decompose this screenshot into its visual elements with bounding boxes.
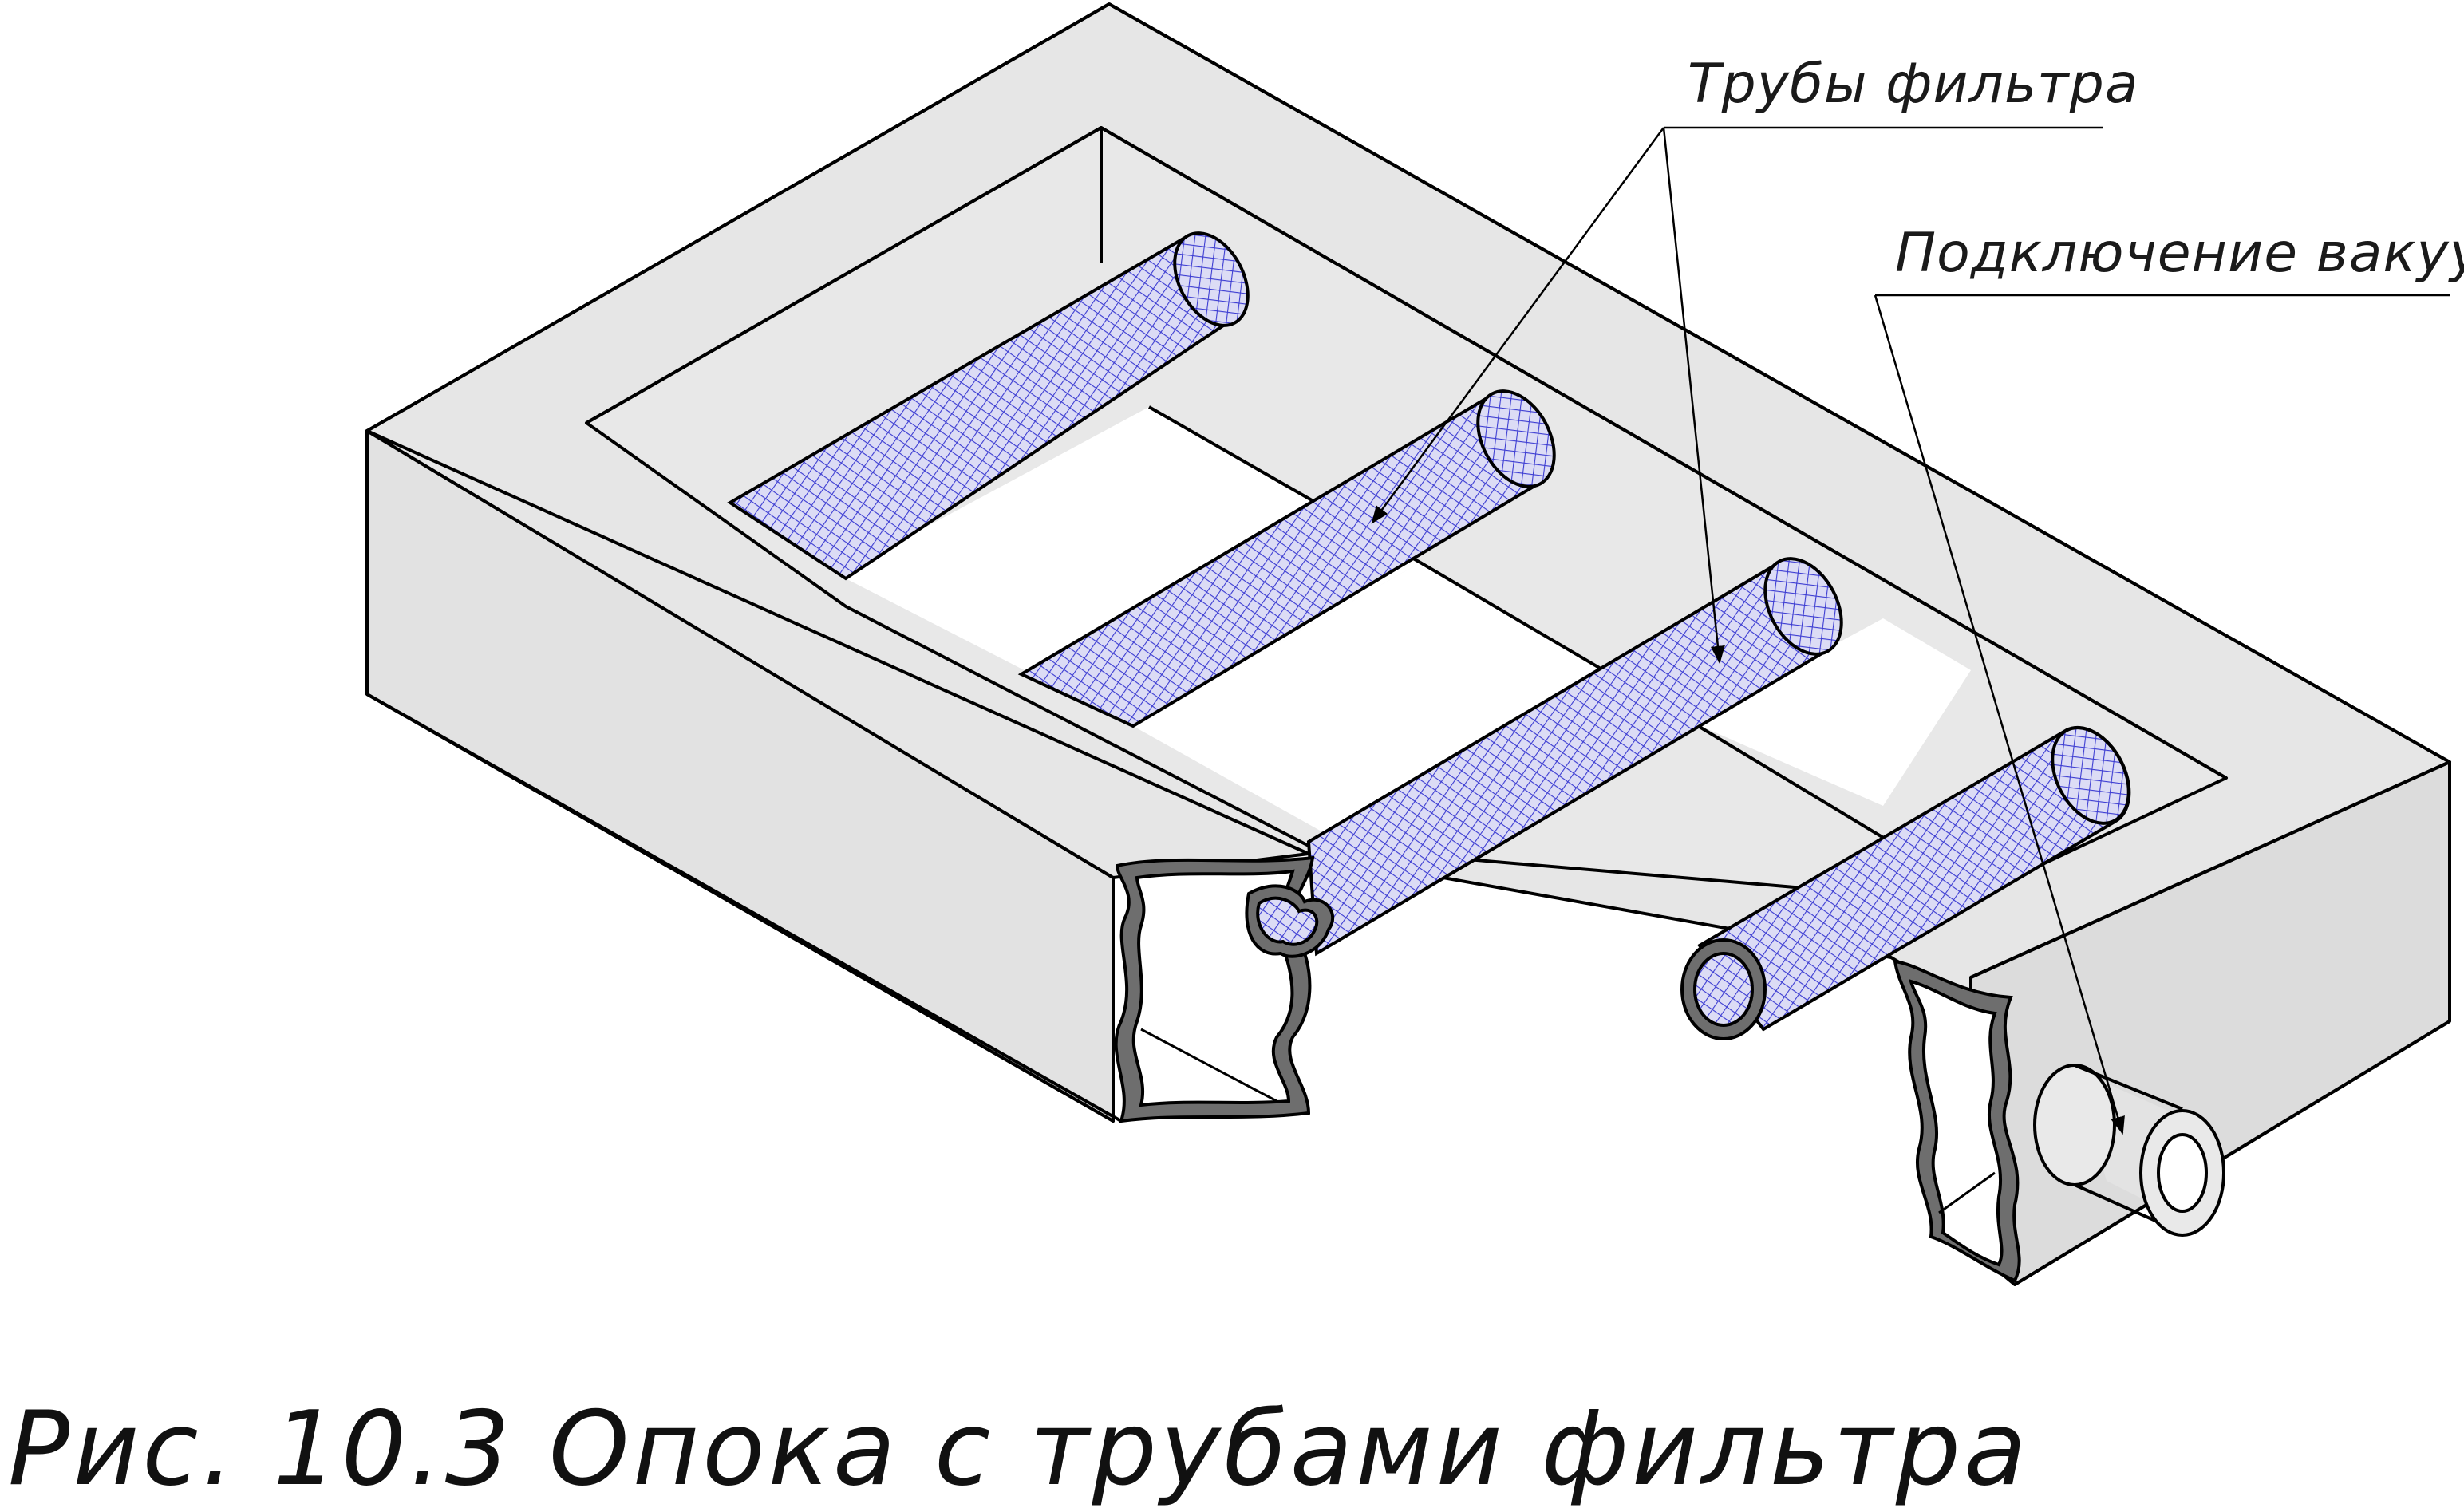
gap-3	[1692, 618, 1971, 806]
gap-1	[838, 407, 1420, 726]
label-vacuum-connection: Подключение вакуума	[1895, 222, 2464, 285]
leader-lines	[1371, 126, 2450, 1135]
figure-caption: Рис. 10.3 Опока с трубами фильтра	[8, 1390, 2030, 1508]
filter-tube-2	[1017, 389, 1556, 728]
vacuum-leader	[1874, 294, 2125, 1135]
filter-tubes-leader-2	[1662, 127, 1725, 665]
right-cut-section	[1893, 959, 2021, 1283]
filter-tubes-leader-1	[1371, 127, 1665, 524]
filter-tube-4	[1680, 725, 2131, 1040]
filter-tube-3	[1306, 557, 1843, 957]
filter-tube-1	[727, 231, 1250, 581]
filter-tubes	[727, 231, 2131, 1040]
vacuum-connection-pipe	[2033, 1064, 2225, 1237]
label-filter-tubes: Трубы фильтра	[1688, 53, 2139, 116]
left-cut-section	[1114, 855, 1335, 1123]
flask-frame	[365, 2, 2451, 1286]
